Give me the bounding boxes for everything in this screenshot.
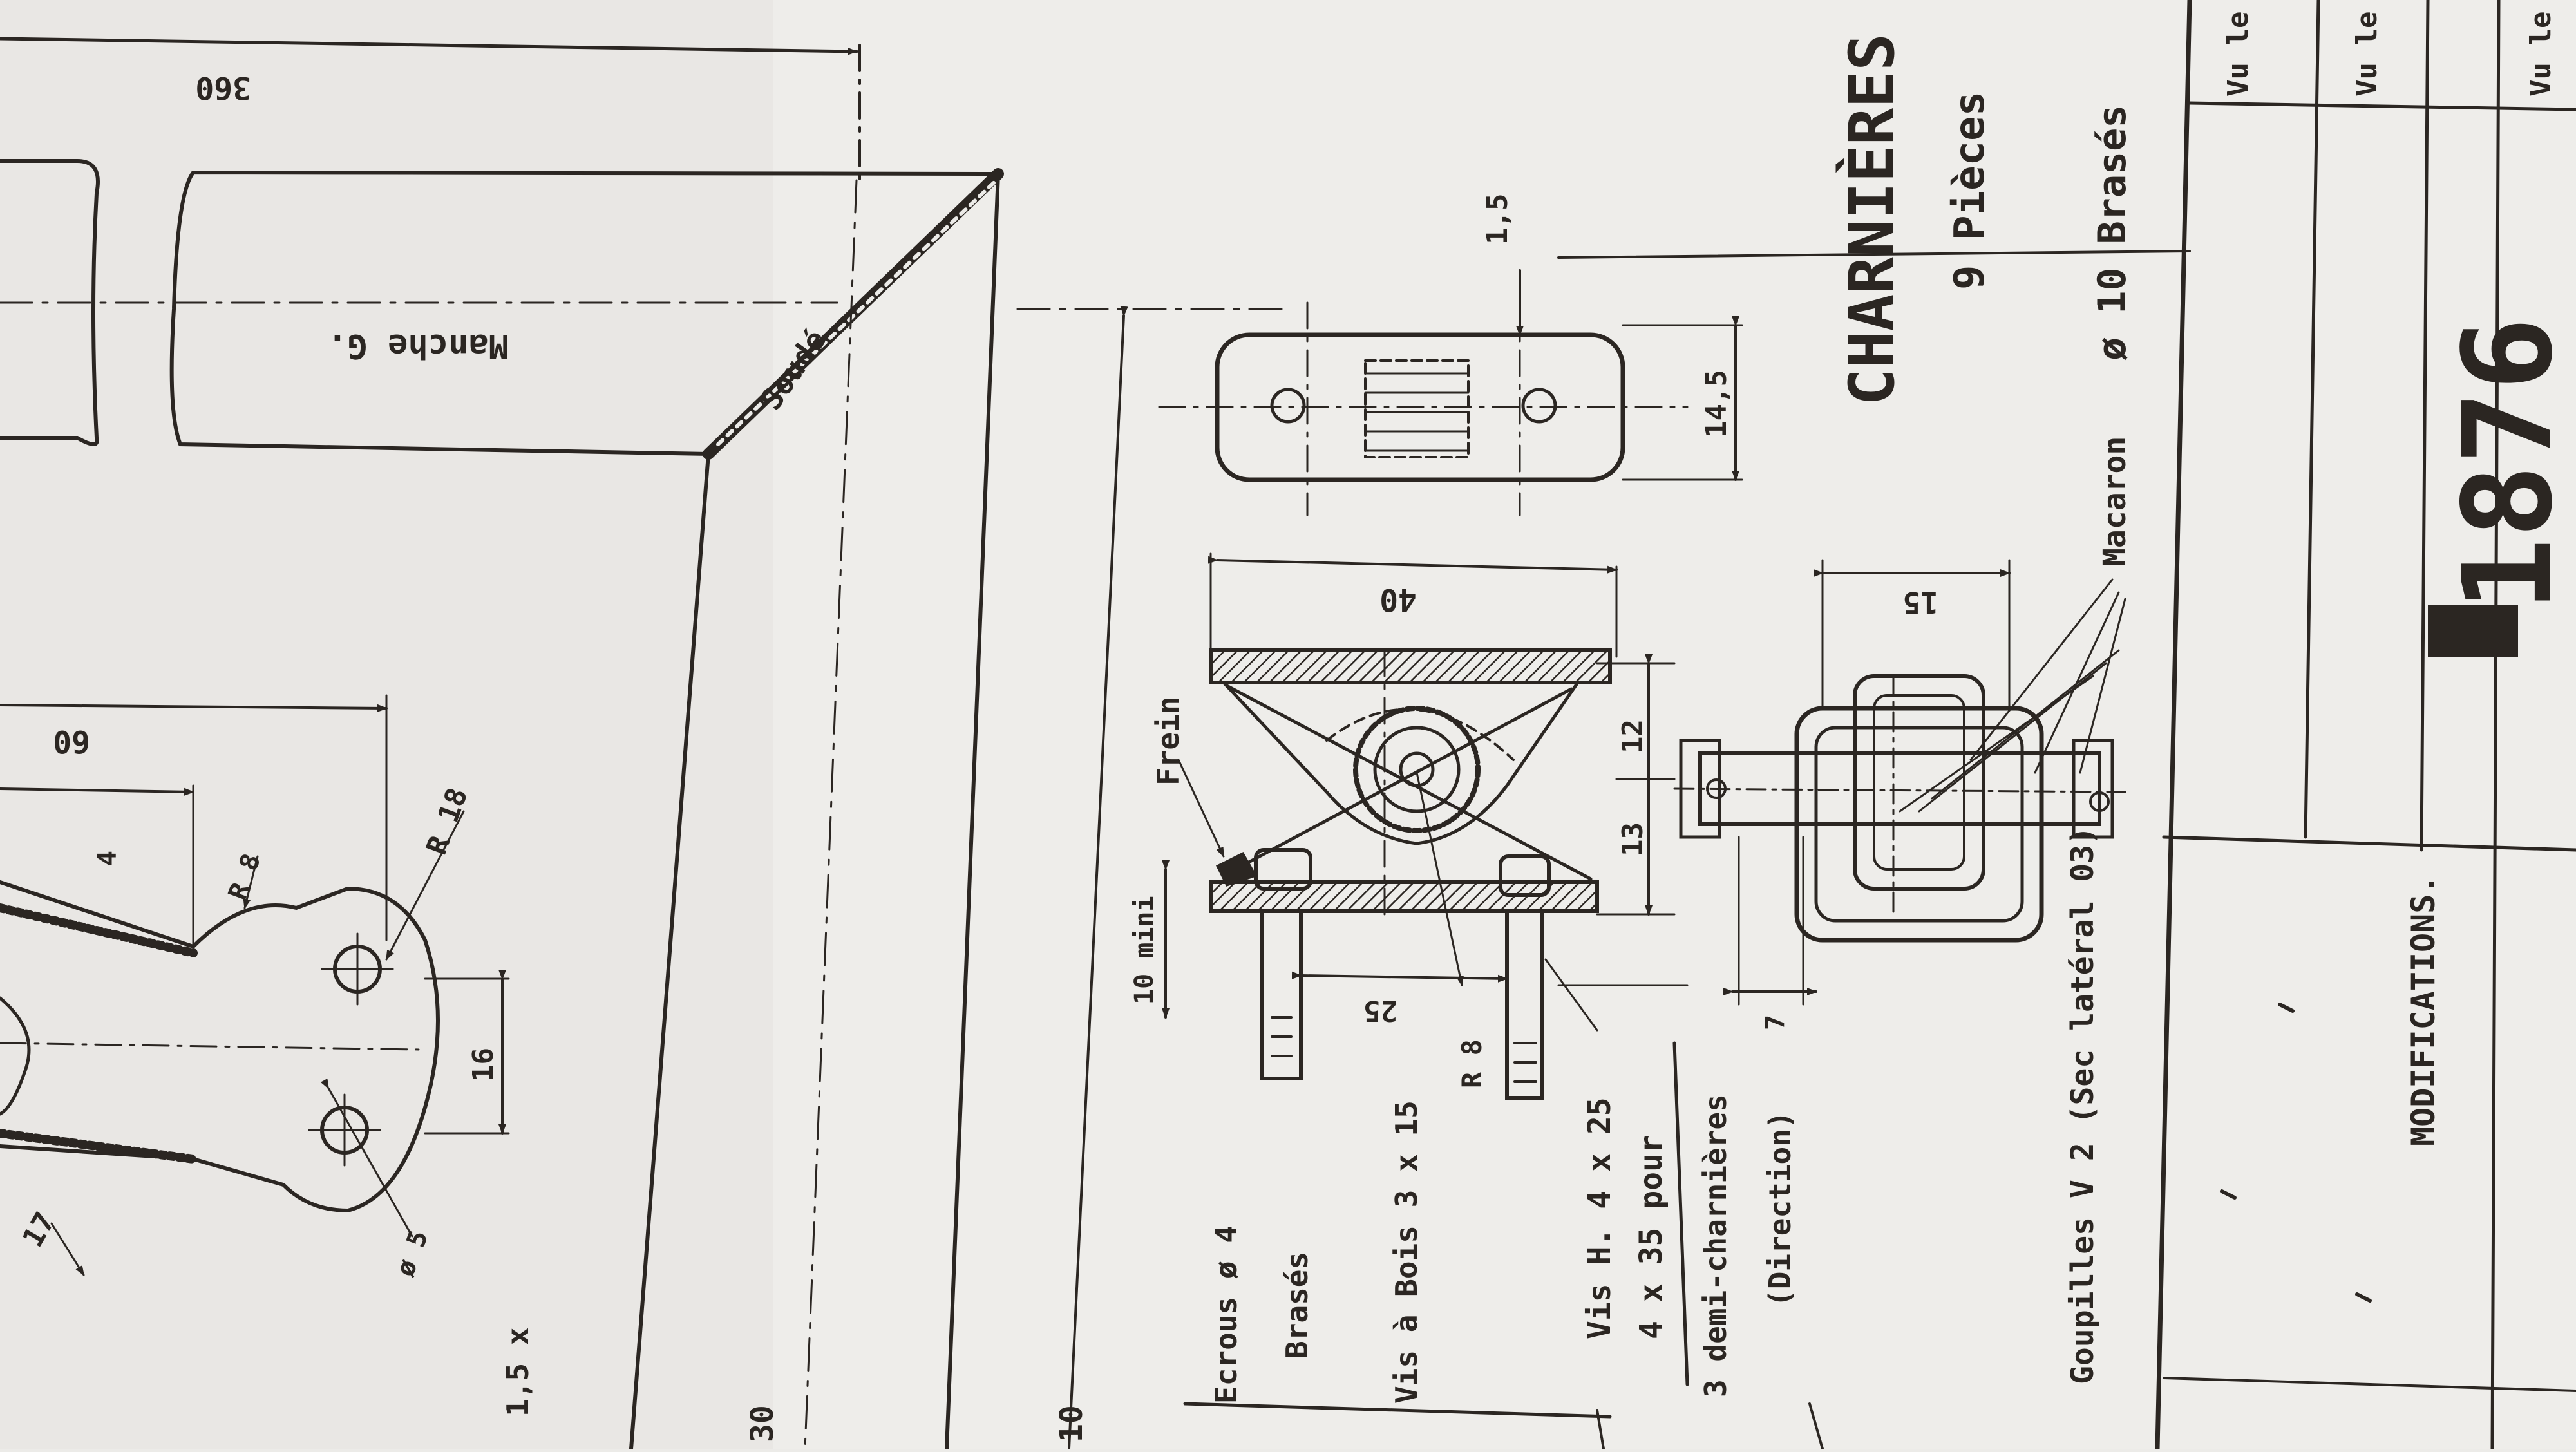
dim-40: 40 (1379, 581, 1417, 618)
hinge-knuckle-inner (1853, 674, 1985, 891)
vis-35-label: 4 x 35 pour (1633, 1135, 1669, 1339)
dim-4: 4 (93, 851, 122, 866)
dim-60: 60 (53, 723, 90, 759)
dim-1-5: 1,5 (1481, 194, 1514, 245)
dim-13: 13 (1616, 822, 1649, 856)
drawing-subtitle: 9 Pièces (1946, 91, 1994, 290)
dim-25: 25 (1363, 994, 1397, 1027)
dim-12: 12 (1616, 719, 1649, 753)
macaron-label: Macaron (2097, 437, 2133, 567)
dim-14-5: 14,5 (1700, 370, 1733, 438)
dimension-line-10 (1068, 306, 1128, 1450)
frein-label: Frein (1151, 697, 1186, 786)
dim-360: 360 (195, 70, 251, 106)
handle-body-outline (169, 170, 1003, 457)
screw-head-right (1499, 854, 1551, 897)
hinge-gear (1353, 706, 1481, 833)
macaron-spec: ø 10 Brasés (2090, 105, 2135, 361)
dimension-line-360 (0, 37, 858, 55)
dim-10: 10 (1054, 1405, 1090, 1442)
annotations: CHARNIÈRES 9 Pièces Macaron ø 10 Brasés … (16, 12, 2576, 1442)
goupilles-label: Goupilles V 2 (Sec latéral 03) (2065, 826, 2101, 1384)
dim-16: 16 (467, 1048, 500, 1082)
frame-line-right (945, 172, 1000, 1451)
hinge-trapezoid-body (1220, 681, 1581, 845)
r8-note: R 8 (1456, 1039, 1488, 1088)
dimension-line-60 (0, 704, 388, 712)
drawing-title: CHARNIÈRES (1835, 33, 1908, 406)
drawing-number: 1876 (2437, 317, 2576, 612)
handle-left-piece (0, 159, 100, 446)
dim-7: 7 (1761, 1015, 1790, 1030)
screw-shank-left (1260, 909, 1303, 1080)
vis-hex-label: Vis H. 4 x 25 (1582, 1097, 1618, 1339)
screw-shank-right (1505, 909, 1544, 1100)
ecrous-label: Ecrous ø 4 (1209, 1225, 1244, 1404)
hinge-knuckle (1364, 359, 1470, 458)
frame-line-left (629, 452, 710, 1451)
dimension-line-25 (1291, 971, 1508, 983)
dim-10-mini: 10 mini (1130, 896, 1159, 1004)
brases-label: Brasés (1280, 1252, 1314, 1359)
vu-le-2: Vu le (2351, 12, 2383, 97)
manche-label: Manche G. (327, 326, 509, 365)
demi-charnieres-label: 3 demi-charnières (1698, 1094, 1733, 1397)
dim-30: 30 (744, 1405, 781, 1442)
dim-15: 15 (1903, 585, 1938, 620)
vis-a-bois-label: Vis à Bois 3 x 15 (1389, 1100, 1424, 1404)
direction-label: (Direction) (1763, 1111, 1797, 1307)
vu-le-3: Vu le (2524, 12, 2557, 97)
ink-blot-mark (2428, 605, 2518, 657)
modifications-label: MODIFICATIONS. (2405, 875, 2442, 1146)
thickness-note: 1,5 x (500, 1328, 535, 1417)
vu-le-1: Vu le (2222, 12, 2255, 97)
screw-head-left (1254, 848, 1312, 891)
title-block-border (2155, 0, 2192, 1451)
bracket-outline (0, 880, 440, 1213)
hinge-top-flange-section (1209, 648, 1612, 684)
dimension-line-40 (1208, 556, 1618, 574)
lock-washer-frein (1215, 852, 1258, 887)
